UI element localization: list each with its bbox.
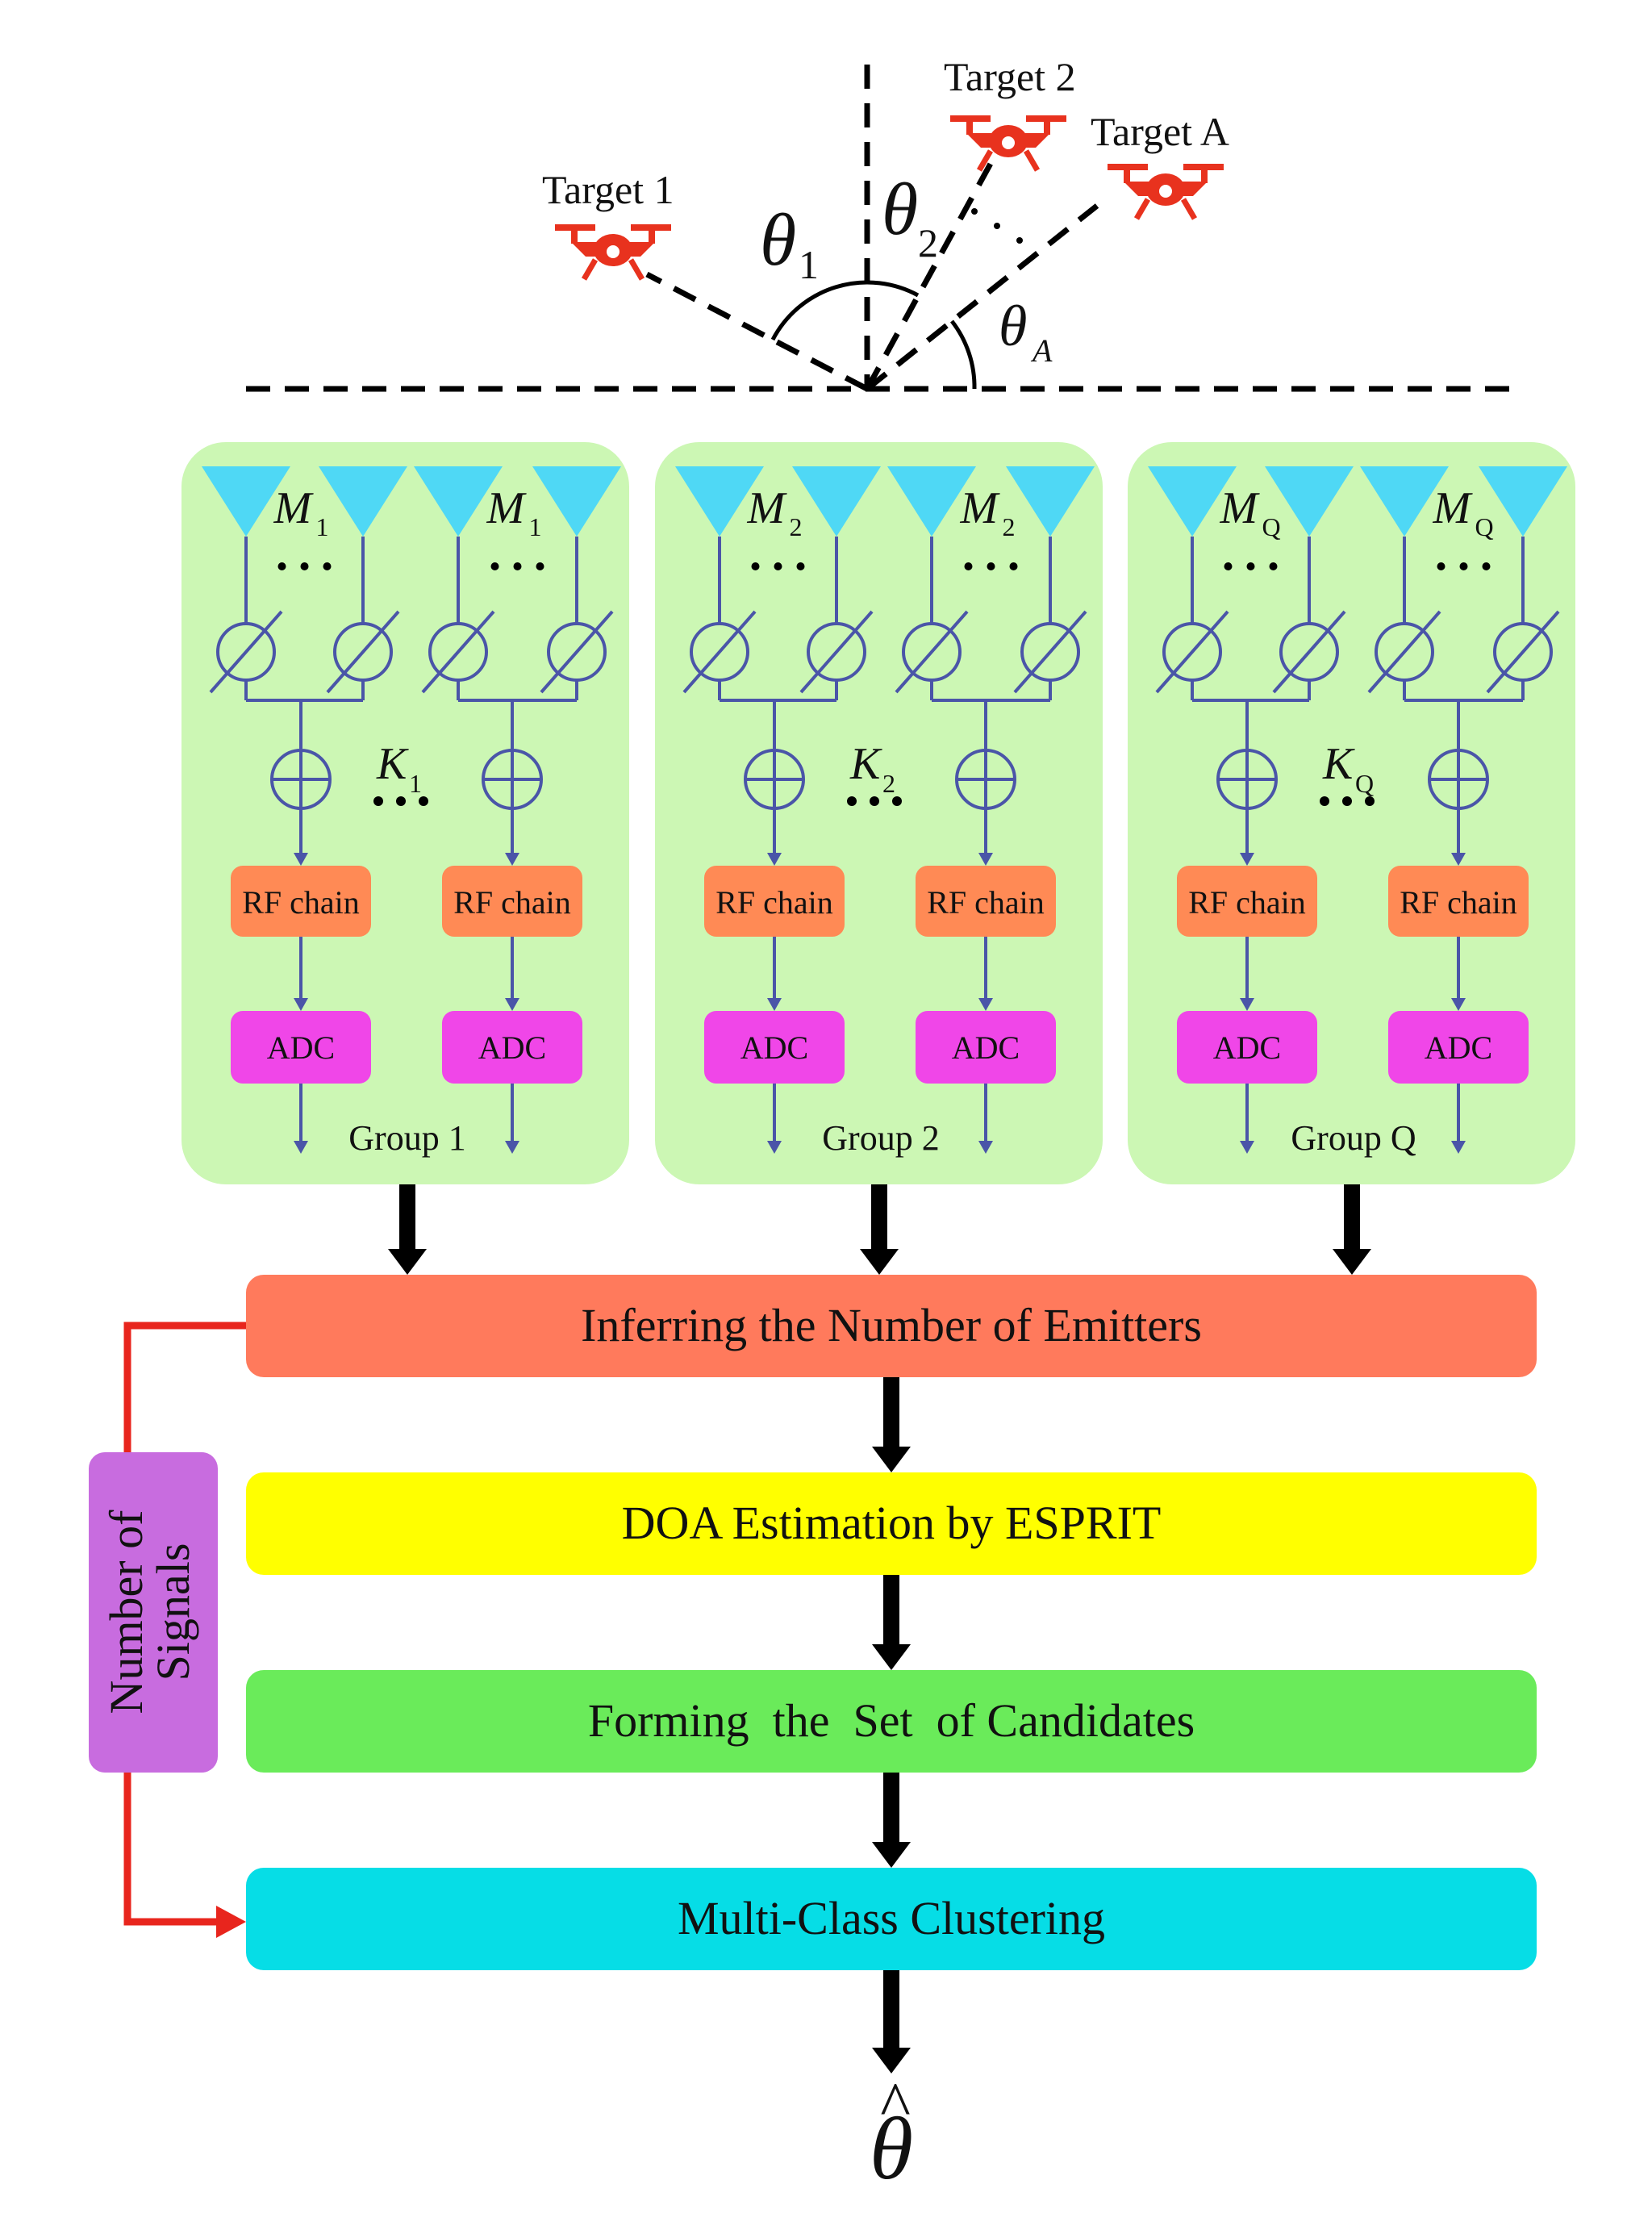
stage-clustering-box (246, 1868, 1537, 1970)
adc-label: ADC (740, 1029, 808, 1066)
antenna-icon (792, 466, 881, 537)
drone-icon (950, 115, 1066, 172)
k-symbol: K (849, 739, 882, 789)
adc-label: ADC (1213, 1029, 1281, 1066)
m-subscript: Q (1475, 512, 1494, 541)
adc-box (704, 1011, 845, 1084)
antenna-icon (887, 466, 976, 537)
theta-a-symbol: θ (999, 294, 1027, 358)
group-label: Group Q (1291, 1118, 1416, 1158)
stage-infer-label: Inferring the Number of Emitters (581, 1299, 1202, 1351)
group-output-arrows (388, 1184, 1371, 2073)
antenna-icon (675, 466, 764, 537)
adc-box (231, 1011, 371, 1084)
output-theta-hat: ^ (880, 2070, 911, 2141)
rf-chain-label: RF chain (453, 884, 571, 921)
m-subscript: 1 (529, 512, 542, 541)
m-subscript: 2 (790, 512, 803, 541)
rf-chain-box (704, 866, 845, 937)
adc-label: ADC (478, 1029, 546, 1066)
target-2-label: Target 2 (944, 54, 1076, 99)
antenna-icon (1265, 466, 1354, 537)
rf-chain-label: RF chain (927, 884, 1045, 921)
side-label-line2: Signals (147, 1543, 199, 1681)
antenna-icon (1006, 466, 1095, 537)
rf-chain-box (231, 866, 371, 937)
stage-candidates-box (246, 1670, 1537, 1773)
stage-infer-box (246, 1275, 1537, 1377)
antenna-icon (1479, 466, 1567, 537)
rf-chain-label: RF chain (1400, 884, 1517, 921)
antenna-icon (414, 466, 503, 537)
targets (555, 115, 1224, 281)
theta-1-symbol: θ (760, 198, 796, 281)
theta-1-subscript: 1 (799, 242, 819, 287)
number-of-signals-box (89, 1452, 218, 1773)
antenna-icon (532, 466, 621, 537)
k-symbol: K (1322, 739, 1355, 789)
adc-label: ADC (267, 1029, 335, 1066)
stage-doa-box (246, 1472, 1537, 1575)
rf-chain-label: RF chain (715, 884, 833, 921)
rf-chain-box (442, 866, 582, 937)
adc-label: ADC (952, 1029, 1020, 1066)
antenna-icon (202, 466, 290, 537)
k-subscript: 1 (409, 769, 422, 798)
target-a-label: Target A (1091, 109, 1229, 154)
adc-label: ADC (1425, 1029, 1492, 1066)
m-symbol: M (747, 483, 788, 533)
theta-2-subscript: 2 (918, 220, 938, 265)
adc-box (1177, 1011, 1317, 1084)
m-subscript: 2 (1003, 512, 1016, 541)
stage-clustering-label: Multi-Class Clustering (678, 1892, 1105, 1944)
rf-chain-box (1388, 866, 1529, 937)
rf-chain-label: RF chain (242, 884, 360, 921)
rf-chain-label: RF chain (1188, 884, 1306, 921)
pipeline: Inferring the Number of Emitters DOA Est… (246, 1275, 1537, 1970)
k-subscript: 2 (882, 769, 895, 798)
m-symbol: M (1433, 483, 1474, 533)
k-subscript: Q (1355, 769, 1374, 798)
rf-chain-box (1177, 866, 1317, 937)
m-symbol: M (486, 483, 528, 533)
k-symbol: K (376, 739, 409, 789)
antenna-icon (319, 466, 407, 537)
group-label: Group 1 (348, 1118, 465, 1158)
drone-icon (1108, 164, 1224, 220)
theta-a-subscript: A (1030, 332, 1053, 369)
m-subscript: 1 (316, 512, 329, 541)
group-label: Group 2 (822, 1118, 939, 1158)
drone-icon (555, 224, 671, 281)
adc-box (1388, 1011, 1529, 1084)
stage-candidates-label: Forming the Set of Candidates (588, 1694, 1195, 1747)
m-subscript: Q (1262, 512, 1281, 541)
angle-geometry (246, 65, 1516, 392)
output-theta-symbol: θ (870, 2099, 913, 2198)
adc-box (916, 1011, 1056, 1084)
m-symbol: M (1220, 483, 1261, 533)
m-symbol: M (960, 483, 1001, 533)
rf-chain-box (916, 866, 1056, 937)
target-1-label: Target 1 (542, 167, 674, 212)
stage-doa-label: DOA Estimation by ESPRIT (622, 1497, 1162, 1549)
antenna-icon (1148, 466, 1237, 537)
m-symbol: M (273, 483, 315, 533)
adc-box (442, 1011, 582, 1084)
side-label-line1: Number of (100, 1510, 152, 1714)
theta-2-symbol: θ (882, 168, 918, 250)
antenna-icon (1360, 466, 1449, 537)
number-of-signals-label: Number of Signals (100, 1510, 199, 1714)
